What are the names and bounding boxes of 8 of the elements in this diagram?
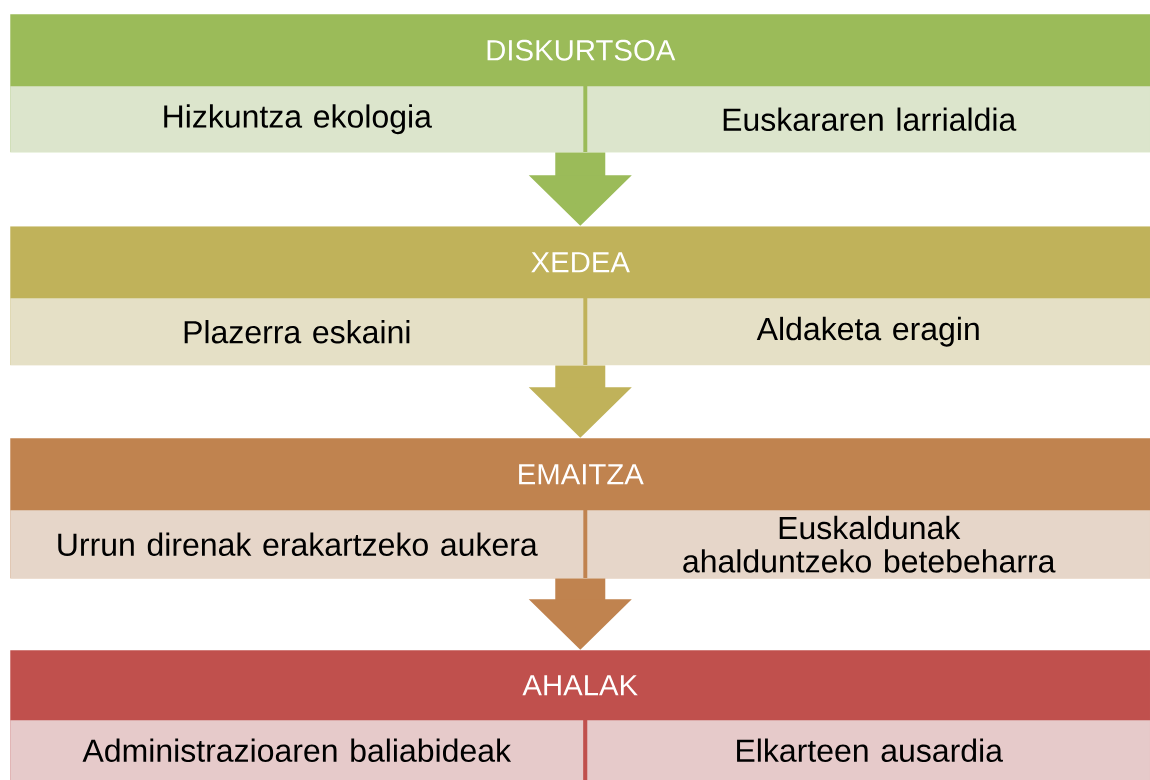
cell: Euskararen larrialdia	[587, 86, 1150, 153]
cell: Aldaketa eragin	[587, 298, 1150, 366]
cell: Plazerra eskaini	[10, 298, 584, 366]
cell: Elkarteen ausardia	[587, 720, 1150, 780]
cell: Administrazioaren baliabideak	[10, 720, 584, 780]
cell: Urrun direnak erakartzeko aukera	[10, 510, 584, 579]
cell: Euskaldunak ahalduntzeko betebeharra	[587, 510, 1150, 579]
cell: Hizkuntza ekologia	[10, 86, 584, 153]
